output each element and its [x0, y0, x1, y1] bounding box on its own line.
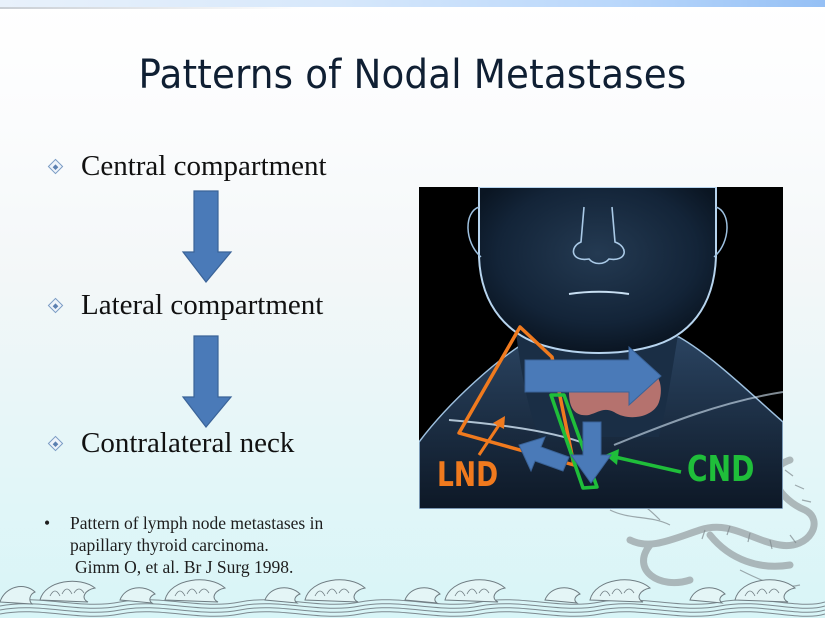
reference-footnote: • Pattern of lymph node metastases in pap…: [44, 512, 323, 578]
bullet-label: Contralateral neck: [81, 427, 295, 459]
lnd-label: LND: [437, 455, 499, 495]
footnote-citation: Gimm O, et al. Br J Surg 1998.: [75, 557, 294, 577]
footnote-line-1: Pattern of lymph node metastases in: [70, 513, 324, 533]
diamond-bullet-icon: [47, 435, 64, 452]
neck-illustration: [419, 187, 783, 509]
dragon-decoration-icon: [609, 456, 818, 587]
diamond-bullet-icon: [47, 158, 64, 175]
wave-border-decoration: [0, 579, 825, 617]
bullet-lateral-compartment: Lateral compartment: [47, 289, 324, 322]
footnote-line-2: papillary thyroid carcinoma.: [70, 535, 269, 555]
top-accent-bar: [0, 0, 825, 7]
bullet-central-compartment: Central compartment: [47, 150, 327, 183]
top-accent-line: [0, 7, 300, 9]
flow-arrow-down-icon: [181, 190, 233, 283]
flow-arrow-down-icon: [181, 335, 233, 428]
diamond-bullet-icon: [47, 297, 64, 314]
bullet-label: Central compartment: [81, 150, 327, 182]
bullet-label: Lateral compartment: [81, 289, 324, 321]
neck-anatomy-figure: LND CND: [419, 187, 783, 509]
bullet-contralateral-neck: Contralateral neck: [47, 427, 295, 460]
cnd-label: CND: [687, 449, 755, 490]
slide-title: Patterns of Nodal Metastases: [138, 52, 687, 98]
footnote-bullet: •: [44, 513, 51, 533]
